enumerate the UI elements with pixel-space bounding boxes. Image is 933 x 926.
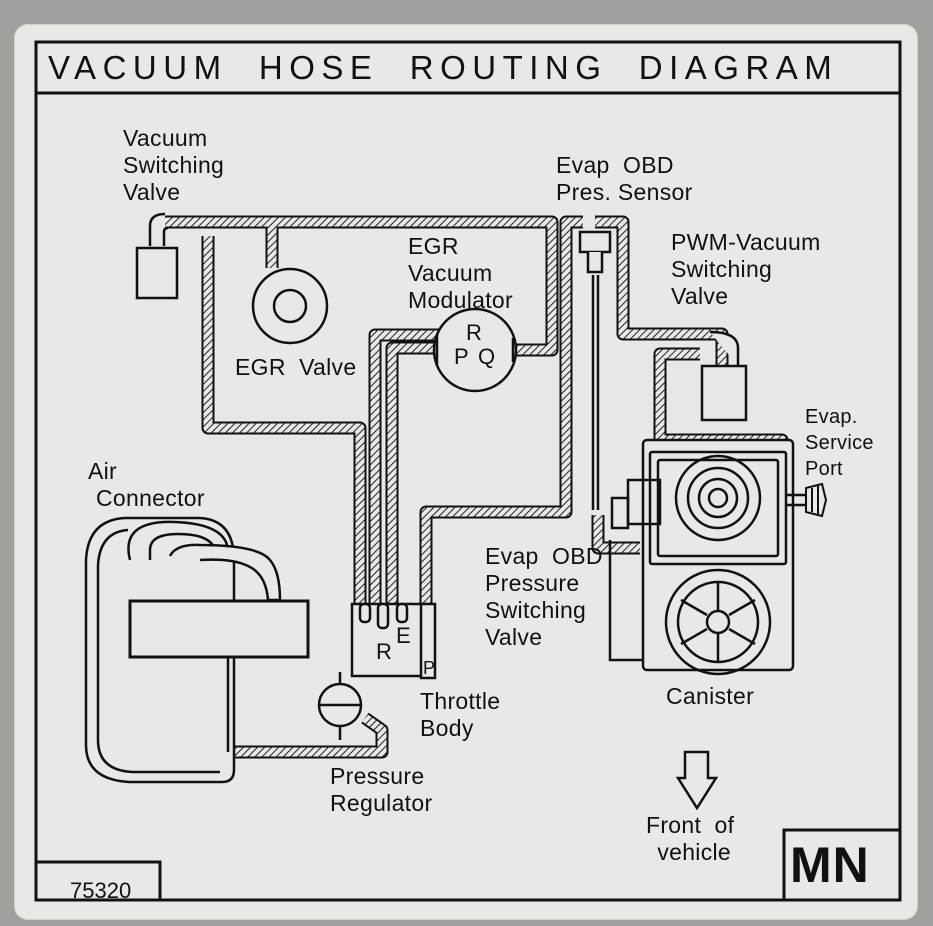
- part-code: 75320: [70, 878, 132, 903]
- port-r-throttle: R: [376, 639, 392, 664]
- port-e-throttle: E: [396, 623, 411, 648]
- egr-vacuum-modulator: [432, 307, 518, 393]
- pwm-vacuum-switching-valve: [700, 330, 748, 422]
- evap-service-port-icon: [805, 482, 828, 518]
- port-q-modulator: Q: [478, 344, 496, 369]
- vacuum-hoses: [165, 215, 789, 759]
- egr-valve: [251, 267, 329, 345]
- evap-obd-pressure-sensor: [578, 230, 612, 510]
- charcoal-canister: [608, 438, 808, 676]
- pressure-regulator: [317, 672, 363, 740]
- throttle-body: [350, 602, 437, 680]
- port-p-modulator: P: [454, 344, 469, 369]
- port-p-throttle: P: [423, 658, 436, 678]
- label-canister: Canister: [666, 683, 755, 709]
- air-connector: [84, 516, 310, 784]
- frame: [34, 40, 902, 902]
- vacuum-switching-valve: [135, 212, 179, 300]
- port-r-modulator: R: [466, 320, 482, 345]
- engine-mark: MN: [790, 837, 870, 893]
- label-egr-valve: EGR Valve: [235, 354, 357, 380]
- diagram-title: VACUUM HOSE ROUTING DIAGRAM: [48, 49, 839, 86]
- front-arrow-icon: [675, 750, 719, 811]
